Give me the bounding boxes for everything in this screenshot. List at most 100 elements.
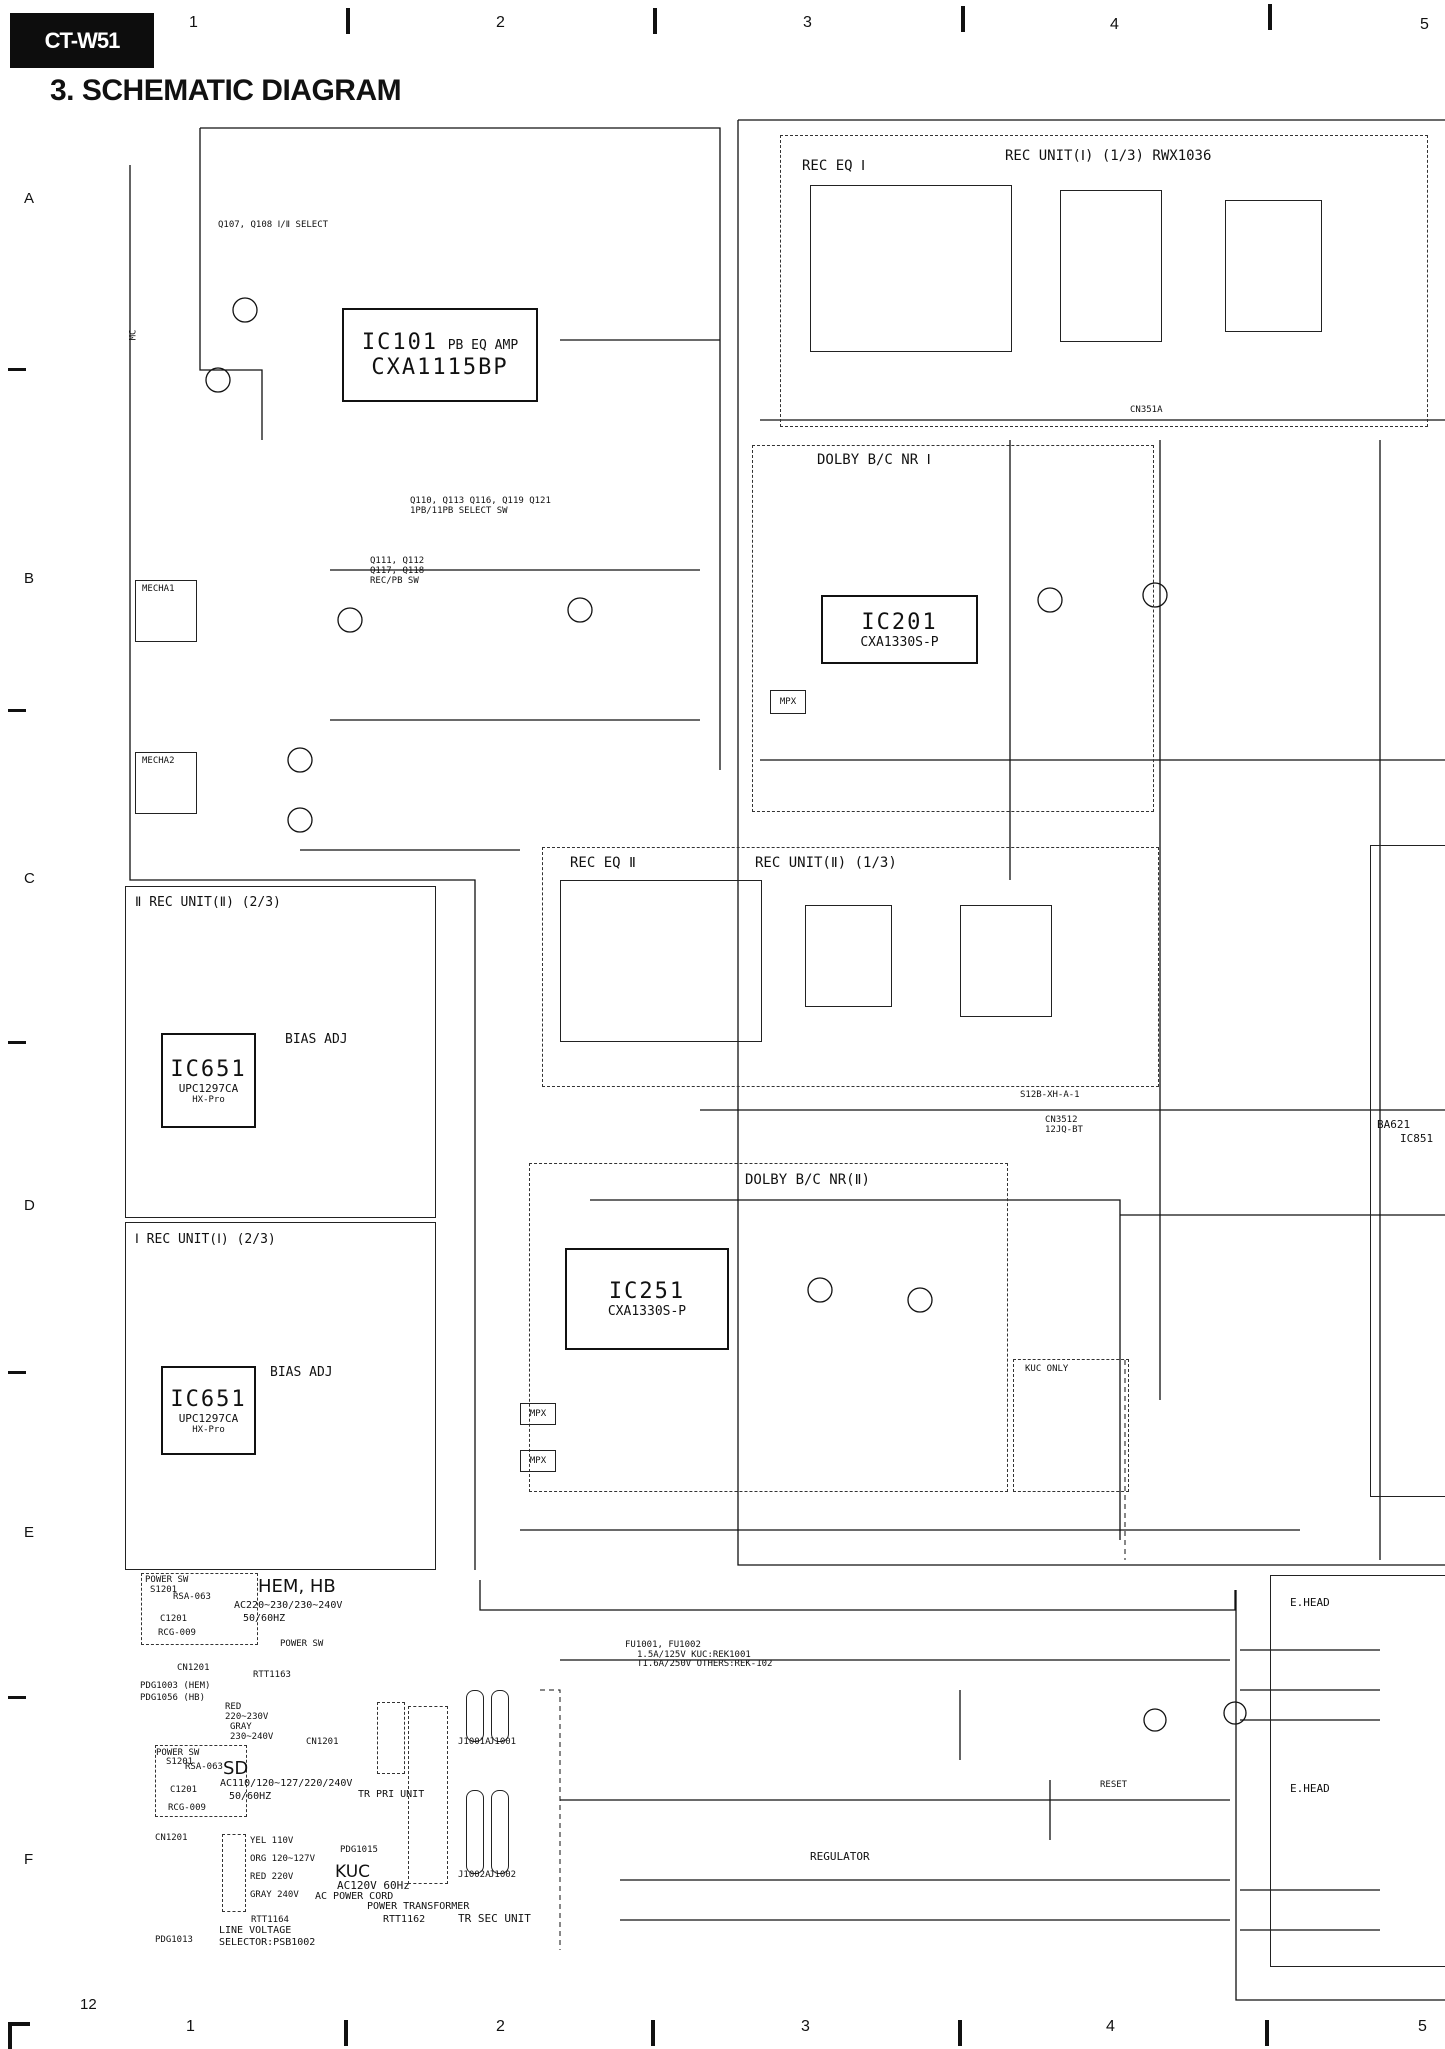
mpx-filter: MPX <box>520 1403 556 1425</box>
j1002a-connector <box>466 1790 484 1874</box>
column-label: 3 <box>803 14 812 31</box>
rec-unit-1-block <box>780 135 1428 427</box>
sd-hz-label: 50/60HZ <box>229 1791 272 1802</box>
ic-chip <box>805 905 892 1007</box>
resistor-matrix <box>810 185 1012 352</box>
mecha2-connector <box>135 752 197 814</box>
j1001a-label: J1001A <box>458 1737 491 1747</box>
line-voltage-label: LINE VOLTAGE <box>219 1925 292 1936</box>
kuc-label: KUC <box>335 1862 371 1882</box>
ic651-1: IC651 UPC1297CA HX-Pro <box>161 1366 256 1455</box>
row-divider <box>8 1041 26 1044</box>
c1201-label: C1201 <box>170 1785 198 1795</box>
rsa-label: RSA-063 <box>173 1592 211 1602</box>
corner-mark <box>8 2022 30 2026</box>
rec-unit-1-2-label: Ⅰ REC UNIT(Ⅰ) (2/3) <box>135 1232 276 1247</box>
column-divider <box>1268 4 1272 30</box>
sd-label: SD <box>223 1758 249 1779</box>
column-divider <box>653 8 657 34</box>
rcg-label: RCG-009 <box>158 1628 196 1638</box>
ic651-2: IC651 UPC1297CA HX-Pro <box>161 1033 256 1128</box>
row-label: B <box>24 570 35 587</box>
column-label: 1 <box>189 14 198 31</box>
ic251-part: CXA1330S-P <box>607 1304 687 1319</box>
column-label: 5 <box>1418 2018 1427 2035</box>
pdg1013-label: PDG1013 <box>155 1935 193 1945</box>
fuse-kuc-label: 1.5A/125V KUC:REK1001 <box>637 1650 751 1660</box>
fuse-label: FU1001, FU1002 <box>625 1640 701 1650</box>
rtt1163-label: RTT1163 <box>253 1670 291 1680</box>
rec-eq-1-label: REC EQ Ⅰ <box>802 158 866 174</box>
row-label: F <box>24 1851 34 1868</box>
q107-label: Q107, Q108 Ⅰ/Ⅱ SELECT <box>218 220 329 230</box>
dolby-2-label: DOLBY B/C NR(Ⅱ) <box>745 1172 870 1188</box>
power-sw-label: POWER SW <box>156 1748 200 1758</box>
ic251-name: IC251 <box>608 1279 686 1304</box>
rec-unit-2-block <box>542 847 1159 1087</box>
power-sw-label: POWER SW <box>280 1639 324 1649</box>
ic651-name: IC651 <box>170 1056 247 1082</box>
q110-label: Q110, Q113 Q116, Q119 Q121 1PB/11PB SELE… <box>410 496 551 516</box>
tr-pri-label: TR PRI UNIT <box>358 1789 425 1800</box>
s12b-label: S12B-XH-A-1 <box>1020 1090 1080 1100</box>
rec-eq-2-label: REC EQ Ⅱ <box>570 855 636 871</box>
head-block <box>1270 1575 1445 1967</box>
tr-sec-label: TR SEC UNIT <box>458 1912 531 1925</box>
ic-chip <box>1225 200 1322 332</box>
page-number: 12 <box>80 1996 97 2013</box>
rec-unit-2-2-block <box>125 886 436 1218</box>
rtt1164-label: RTT1164 <box>251 1915 289 1925</box>
column-label: 3 <box>801 2018 810 2035</box>
row-divider <box>8 1696 26 1699</box>
sel-tap-label: GRAY 240V <box>250 1890 299 1900</box>
sel-tap-label: YEL 110V <box>250 1836 294 1846</box>
mecha1-connector <box>135 580 197 642</box>
bias-adj-label: BIAS ADJ <box>270 1365 333 1380</box>
column-label: 5 <box>1420 16 1429 33</box>
rtt1162-label: RTT1162 <box>383 1914 426 1925</box>
ic651-sub: HX-Pro <box>192 1424 225 1435</box>
hem-hz-label: 50/60HZ <box>243 1613 286 1624</box>
column-divider <box>961 6 965 32</box>
bias-adj-label: BIAS ADJ <box>285 1032 348 1047</box>
ic101-func: PB EQ AMP <box>447 338 519 353</box>
voltage-selector[interactable] <box>222 1834 246 1912</box>
page-title: 3. SCHEMATIC DIAGRAM <box>50 74 402 107</box>
ic651-part: UPC1297CA <box>178 1081 239 1095</box>
mpx-filter: MPX <box>520 1450 556 1472</box>
red-220-label: RED 220~230V <box>225 1702 269 1722</box>
control-block <box>1370 845 1445 1497</box>
c1201-label: C1201 <box>160 1614 188 1624</box>
pdg1015-label: PDG1015 <box>340 1845 378 1855</box>
row-divider <box>8 709 26 712</box>
rec-unit-1-2-block <box>125 1222 436 1570</box>
fuse-other-label: T1.6A/250V OTHERS:REK-102 <box>637 1659 773 1669</box>
j1001-connector <box>491 1690 509 1742</box>
ic201-name: IC201 <box>861 609 938 635</box>
hem-power-switch-block <box>141 1573 258 1645</box>
column-divider <box>346 8 350 34</box>
rec-unit-2-1-label: REC UNIT(Ⅱ) (1/3) <box>755 855 897 871</box>
sd-ac-label: AC110/120~127/220/240V <box>220 1778 353 1789</box>
pdg-hem-label: PDG1003 (HEM) <box>140 1681 211 1691</box>
rsa-label: RSA-063 <box>185 1762 223 1772</box>
j1002-label: J1002 <box>489 1870 517 1880</box>
power-sw-label: POWER SW <box>145 1575 189 1585</box>
pdg-hb-label: PDG1056 (HB) <box>140 1693 206 1703</box>
q111-label: Q111, Q112 Q117, Q118 REC/PB SW <box>370 556 425 586</box>
tr-pri-unit-box <box>377 1702 405 1774</box>
rcg-label: RCG-009 <box>168 1803 206 1813</box>
cn1201-label: CN1201 <box>177 1663 210 1673</box>
ic101-part: CXA1115BP <box>371 355 509 380</box>
ic201: IC201 CXA1330S-P <box>821 595 978 664</box>
selector-label: SELECTOR:PSB1002 <box>219 1937 316 1948</box>
reset-label: RESET <box>1100 1780 1128 1790</box>
cn3512-label: CN3512 12JQ-BT <box>1045 1115 1083 1135</box>
ic101: IC101 PB EQ AMP CXA1115BP <box>342 308 538 402</box>
row-label: E <box>24 1524 35 1541</box>
rec-unit-2-2-label: Ⅱ REC UNIT(Ⅱ) (2/3) <box>135 895 281 910</box>
dolby-1-block <box>752 445 1154 812</box>
resistor-matrix <box>560 880 762 1042</box>
ic101-name: IC101 <box>361 330 439 355</box>
column-label: 2 <box>496 2018 505 2035</box>
